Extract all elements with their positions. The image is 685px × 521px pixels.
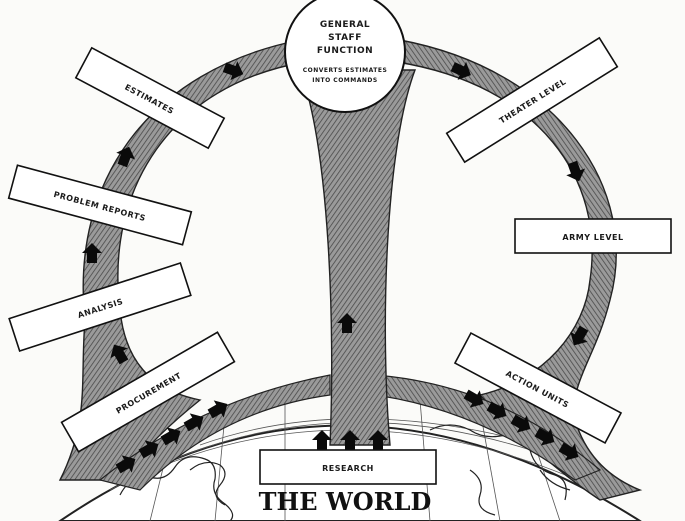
general-staff-subtitle-1: CONVERTS ESTIMATES	[303, 67, 388, 74]
box-research-label: RESEARCH	[322, 464, 374, 473]
world-label: THE WORLD	[259, 487, 432, 516]
general-staff-subtitle-2: INTO COMMANDS	[312, 77, 377, 84]
box-army-level: ARMY LEVEL	[515, 219, 671, 253]
box-theater-level: THEATER LEVEL	[447, 38, 618, 162]
general-staff-title-2: STAFF	[328, 33, 362, 43]
box-research: RESEARCH	[260, 450, 436, 484]
general-staff-node: GENERAL STAFF FUNCTION CONVERTS ESTIMATE…	[285, 0, 405, 112]
box-army-level-label: ARMY LEVEL	[562, 233, 623, 242]
general-staff-title-1: GENERAL	[320, 20, 370, 30]
general-staff-title-3: FUNCTION	[317, 46, 373, 56]
